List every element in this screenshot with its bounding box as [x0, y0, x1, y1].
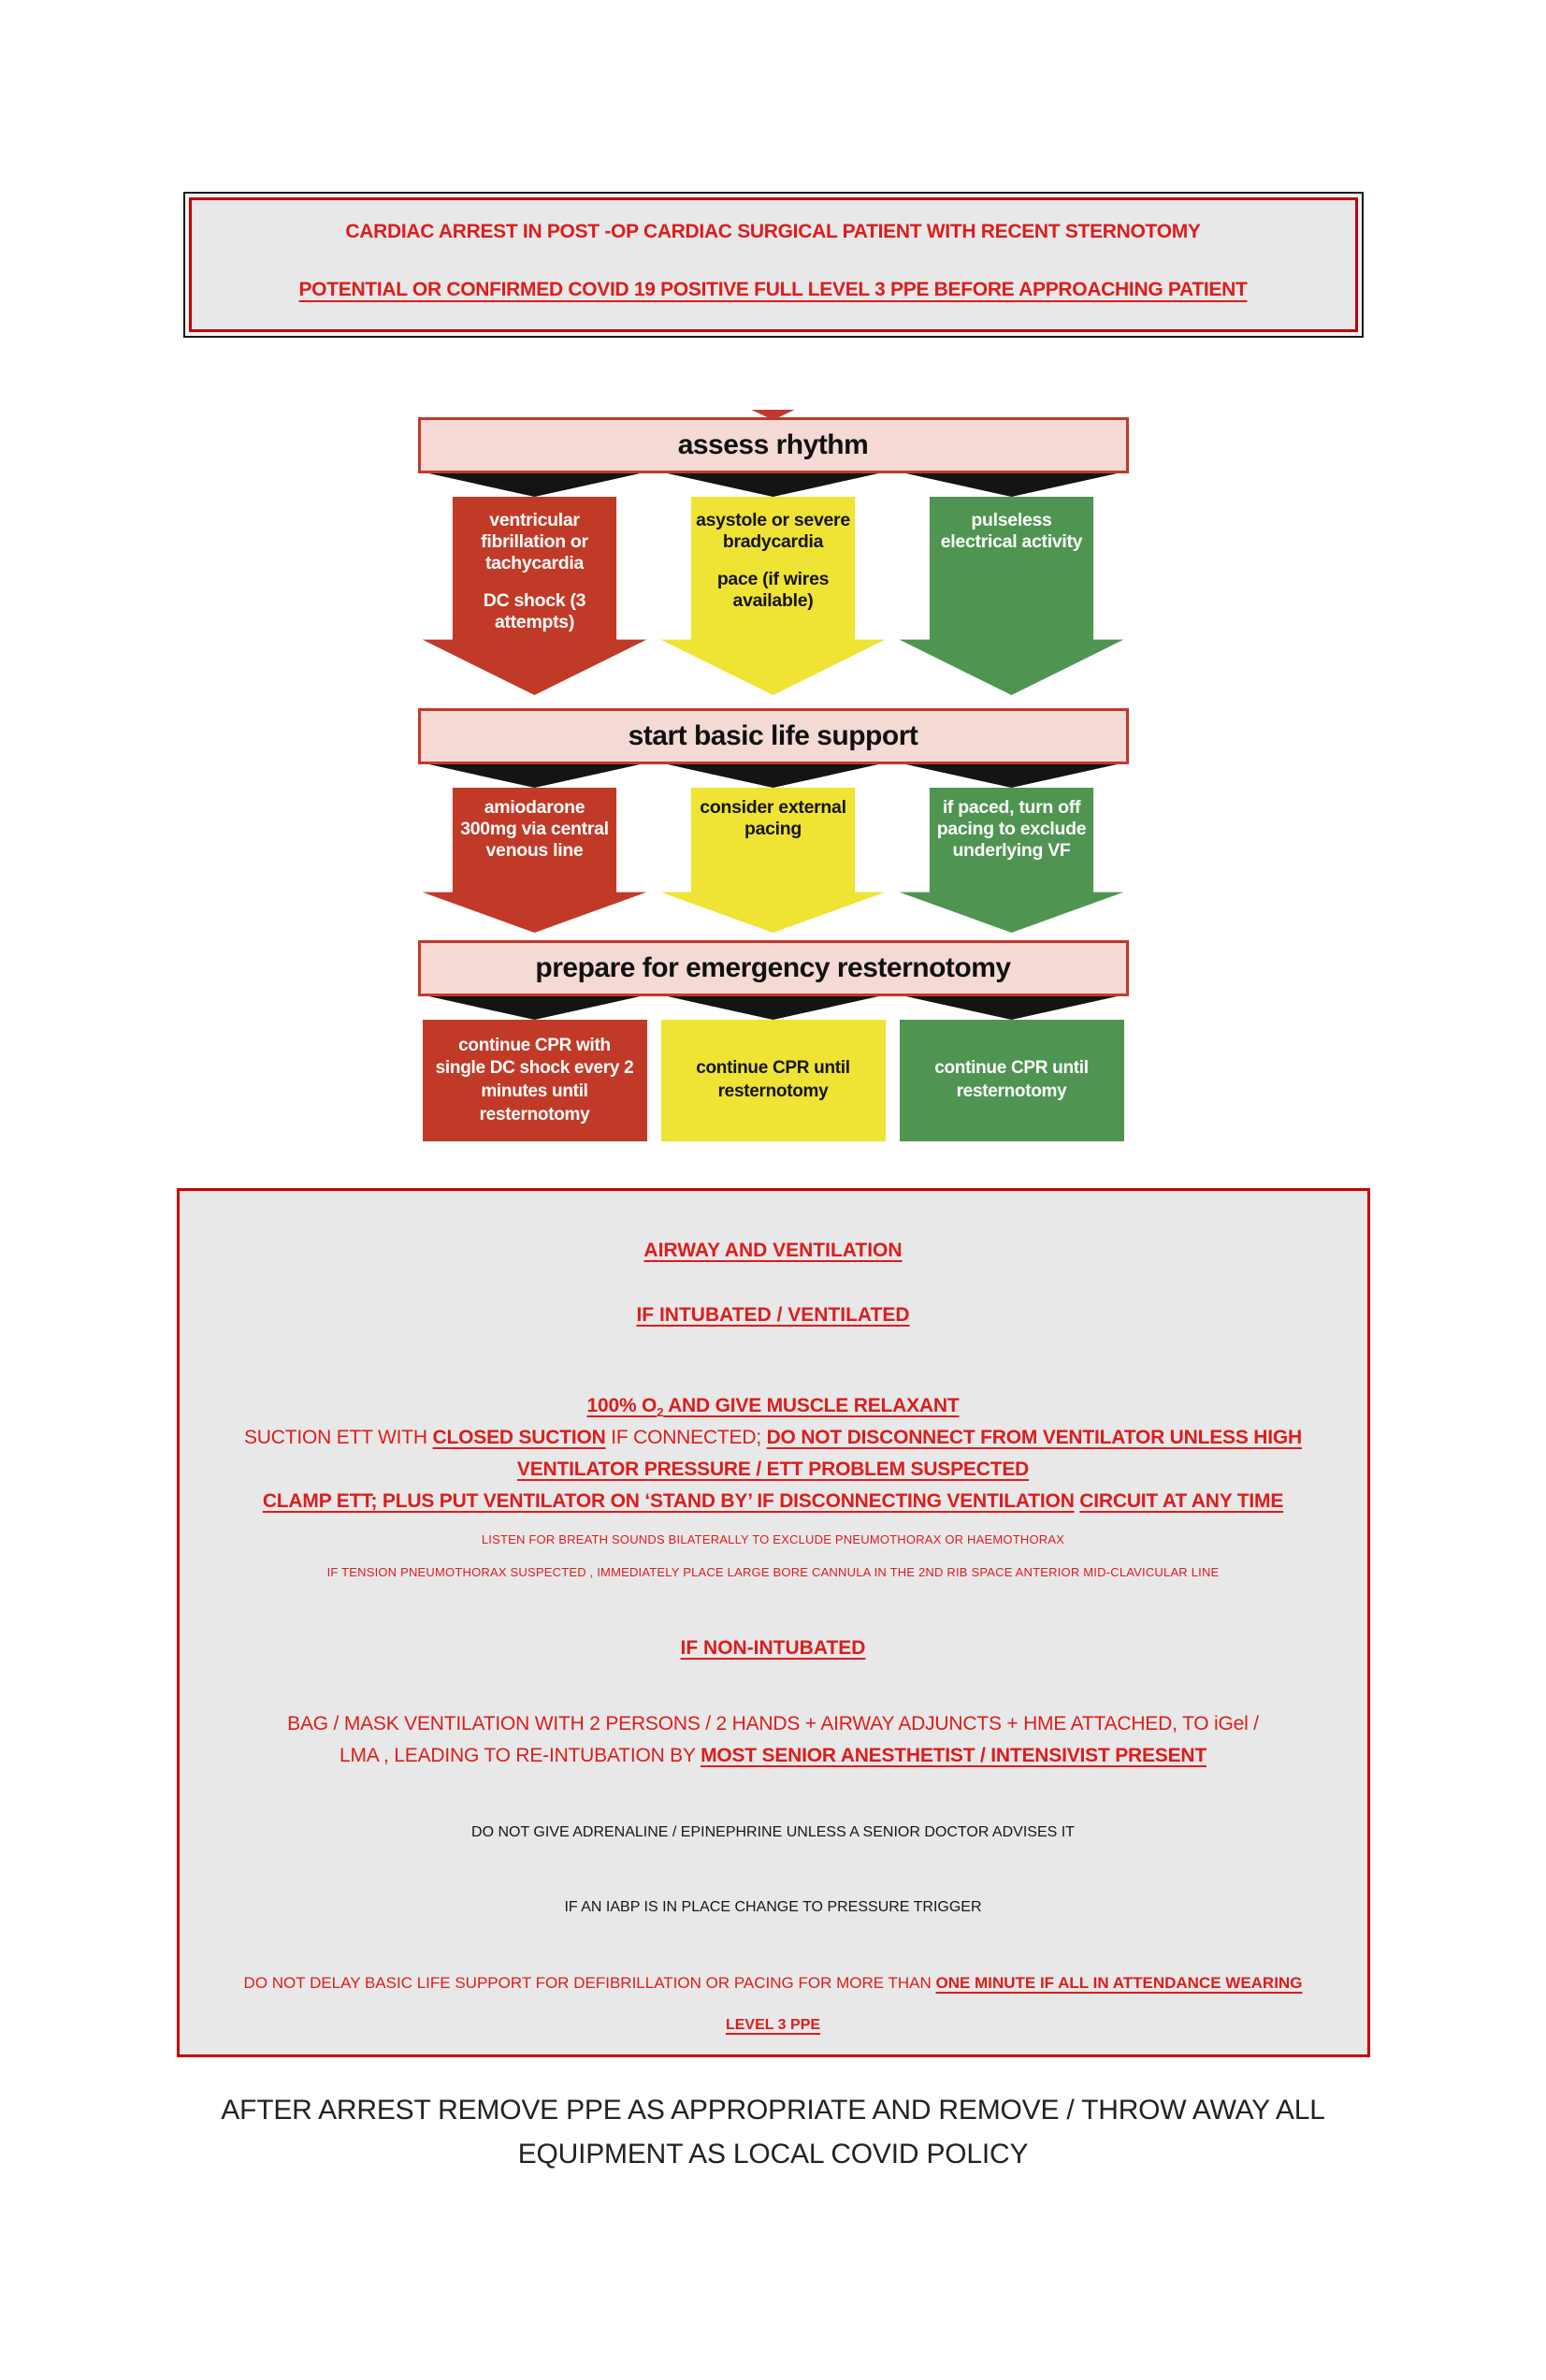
if-non-intubated-heading: IF NON-INTUBATED	[680, 1637, 866, 1660]
arrow-amiodarone: amiodarone 300mg via central venous line	[422, 788, 647, 933]
do-not-delay-line: DO NOT DELAY BASIC LIFE SUPPORT FOR DEFI…	[243, 1974, 1303, 1993]
page-title-box-inner: CARDIAC ARREST IN POST -OP CARDIAC SURGI…	[188, 197, 1358, 332]
box-cpr-dc-shock: continue CPR with single DC shock every …	[422, 1020, 647, 1141]
if-intubated-heading: IF INTUBATED / VENTILATED	[636, 1304, 910, 1326]
arrow-turn-off-pacing-text: if paced, turn off pacing to exclude und…	[936, 797, 1087, 861]
after-arrest-note-line-2: EQUIPMENT AS LOCAL COVID POLICY	[517, 2138, 1029, 2170]
down-triangle-icon	[428, 764, 641, 788]
down-triangle-icon	[905, 473, 1118, 497]
box-cpr-until-resternotomy-yellow: continue CPR until resternotomy	[660, 1020, 886, 1141]
arrow-pea: pulseless electrical activity	[899, 497, 1124, 695]
band-assess-rhythm: assess rhythm	[417, 410, 1129, 473]
page-title-box: CARDIAC ARREST IN POST -OP CARDIAC SURGI…	[182, 192, 1364, 338]
listen-breath-sounds-line: LISTEN FOR BREATH SOUNDS BILATERALLY TO …	[481, 1532, 1065, 1547]
arrow-amiodarone-text: amiodarone 300mg via central venous line	[460, 797, 609, 861]
bls-arrow-row: amiodarone 300mg via central venous line…	[418, 788, 1129, 933]
arrow-vf-vt-text: ventricular fibrillation or tachycardia	[481, 510, 588, 573]
level3-ppe-line: LEVEL 3 PPE	[725, 2017, 821, 2034]
arrow-turn-off-pacing: if paced, turn off pacing to exclude und…	[899, 788, 1124, 933]
down-triangle-icon	[905, 996, 1118, 1020]
rhythm-arrow-row: ventricular fibrillation or tachycardia …	[418, 497, 1129, 695]
suction-line: SUCTION ETT WITH CLOSED SUCTION IF CONNE…	[243, 1427, 1302, 1481]
after-arrest-note: AFTER ARREST REMOVE PPE AS APPROPRIATE A…	[0, 2089, 1546, 2176]
arrow-asystole-action: pace (if wires available)	[716, 569, 830, 611]
band-start-bls-label: start basic life support	[628, 720, 918, 751]
down-triangle-icon	[667, 996, 879, 1020]
connector-row-1	[418, 473, 1129, 497]
after-arrest-note-line-1: AFTER ARREST REMOVE PPE AS APPROPRIATE A…	[221, 2095, 1325, 2126]
bag-mask-line: BAG / MASK VENTILATION WITH 2 PERSONS / …	[287, 1713, 1259, 1767]
arrow-external-pacing-text: consider external pacing	[700, 797, 846, 839]
down-triangle-icon	[667, 764, 879, 788]
page-title-line-1: CARDIAC ARREST IN POST -OP CARDIAC SURGI…	[345, 221, 1201, 242]
down-triangle-icon	[905, 764, 1118, 788]
box-cpr-until-resternotomy-green: continue CPR until resternotomy	[899, 1020, 1124, 1141]
arrow-asystole-text: asystole or severe bradycardia	[696, 510, 850, 552]
resternotomy-flowchart: assess rhythm ventricular fibrillation o…	[417, 410, 1129, 1141]
iabp-line: IF AN IABP IS IN PLACE CHANGE TO PRESSUR…	[564, 1899, 982, 1916]
arrow-pea-text: pulseless electrical activity	[940, 510, 1083, 552]
down-triangle-icon	[667, 473, 879, 497]
arrow-asystole-bradycardia: asystole or severe bradycardia pace (if …	[660, 497, 886, 695]
arrow-external-pacing: consider external pacing	[660, 788, 886, 933]
airway-heading: AIRWAY AND VENTILATION	[643, 1240, 903, 1261]
adrenaline-warning-line: DO NOT GIVE ADRENALINE / EPINEPHRINE UNL…	[471, 1824, 1075, 1841]
cpr-box-row: continue CPR with single DC shock every …	[418, 1020, 1129, 1141]
arrow-vf-vt: ventricular fibrillation or tachycardia …	[422, 497, 647, 695]
page-title-line-2: POTENTIAL OR CONFIRMED COVID 19 POSITIVE…	[298, 279, 1248, 300]
down-arrow-tip-icon	[751, 410, 795, 420]
down-triangle-icon	[428, 996, 641, 1020]
down-triangle-icon	[428, 473, 641, 497]
connector-row-3	[418, 996, 1129, 1020]
band-start-basic-life-support: start basic life support	[417, 708, 1129, 764]
connector-row-2	[418, 764, 1129, 788]
arrow-vf-vt-action: DC shock (3 attempts)	[483, 590, 586, 632]
band-prepare-resternotomy-label: prepare for emergency resternotomy	[535, 952, 1011, 983]
band-assess-rhythm-label: assess rhythm	[677, 429, 869, 460]
airway-ventilation-box: AIRWAY AND VENTILATION IF INTUBATED / VE…	[176, 1188, 1370, 2058]
tension-pneumothorax-line: IF TENSION PNEUMOTHORAX SUSPECTED , IMME…	[326, 1565, 1220, 1580]
band-prepare-resternotomy: prepare for emergency resternotomy	[417, 940, 1129, 996]
clamp-ett-line: CLAMP ETT; PLUS PUT VENTILATOR ON ‘STAND…	[262, 1490, 1284, 1513]
oxygen-line: 100% O2 AND GIVE MUSCLE RELAXANT	[586, 1395, 960, 1420]
